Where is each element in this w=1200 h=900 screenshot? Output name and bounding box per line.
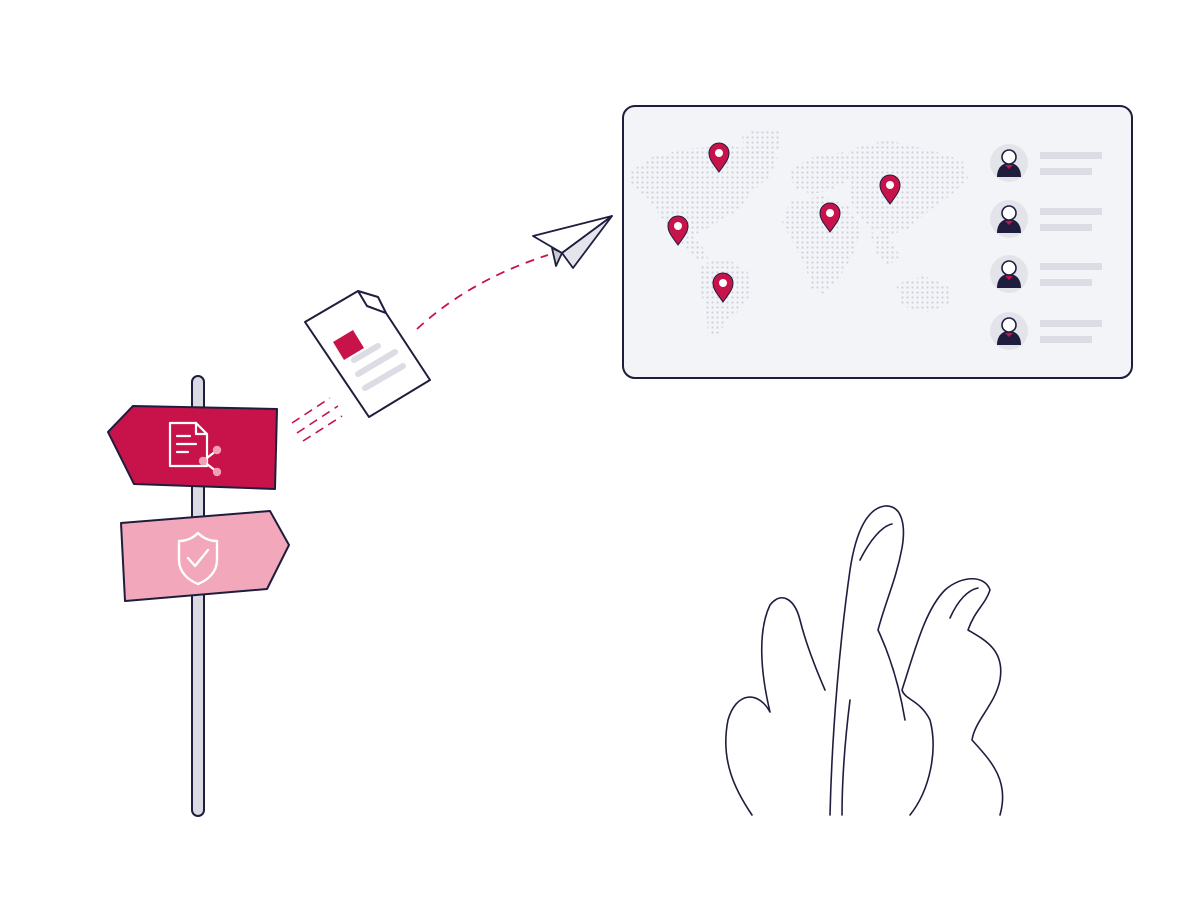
paper-plane-icon: [532, 215, 613, 269]
location-pin-icon: [819, 202, 841, 233]
flying-document: [304, 290, 431, 418]
motion-lines: [291, 397, 343, 442]
dashboard-panel: [622, 105, 1133, 379]
user-row: [990, 144, 1102, 182]
location-pin-icon: [712, 272, 734, 303]
signpost: [107, 375, 343, 817]
location-pin-icon: [708, 142, 730, 173]
location-pins: [667, 142, 901, 303]
user-row: [990, 312, 1102, 350]
user-avatar-icon: [997, 149, 1021, 177]
user-row: [990, 255, 1102, 293]
leaf-plant-icon: [724, 505, 1004, 816]
user-list: [990, 144, 1102, 350]
user-row: [990, 200, 1102, 238]
user-avatar-icon: [997, 205, 1021, 233]
document-icon: [333, 330, 406, 391]
location-pin-icon: [667, 215, 689, 246]
user-avatar-icon: [997, 317, 1021, 345]
sign-security: [120, 510, 290, 602]
sign-document-share: [107, 405, 278, 490]
user-avatar-icon: [997, 260, 1021, 288]
share-nodes: [198, 445, 222, 477]
flight-path: [416, 254, 549, 330]
shield-check-icon: [177, 531, 219, 586]
location-pin-icon: [879, 174, 901, 205]
